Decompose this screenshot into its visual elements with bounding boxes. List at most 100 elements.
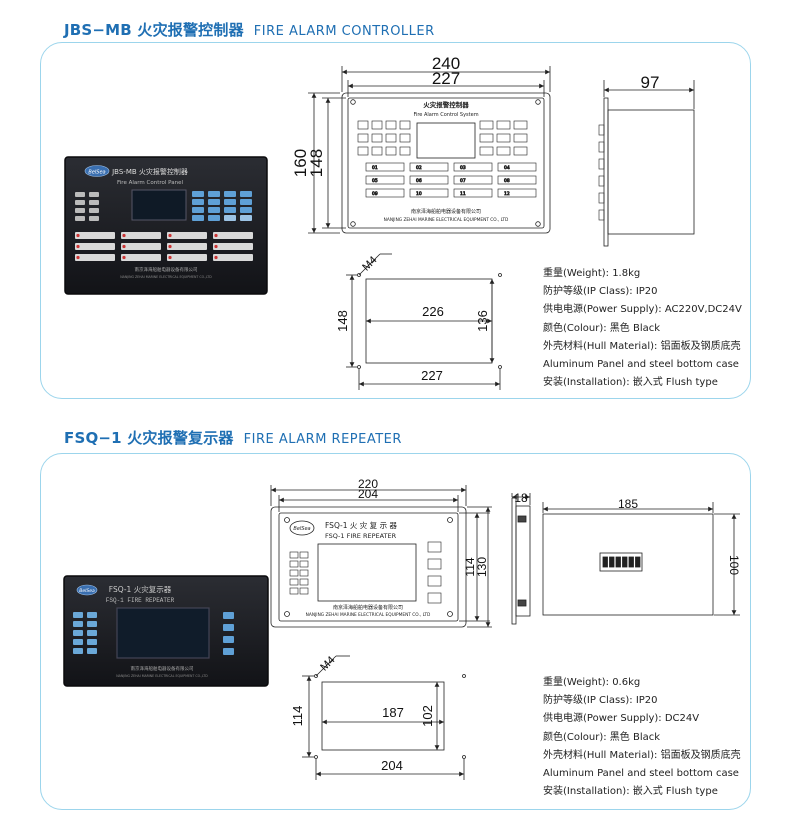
drawing-key: [289, 587, 299, 595]
repeater-key: [223, 648, 234, 655]
repeater-key: [223, 624, 234, 631]
keypad-key: [208, 215, 220, 221]
drawing-key: [357, 120, 369, 130]
drawing1-company-cn: 南京泽海船舶电器设备有限公司: [411, 208, 481, 215]
repeater-cutout-width: 187: [382, 705, 404, 720]
controller-dim-depth: 97: [641, 73, 660, 92]
drawing1-company-en: NANJING ZEHAI MARINE ELECTRICAL EQUIPMEN…: [384, 217, 509, 223]
repeater-cutout-height: 102: [420, 705, 435, 727]
led-indicator: [87, 639, 97, 645]
drawing-key: [399, 133, 411, 143]
drawing-zone-box: [453, 175, 493, 185]
drawing-key: [479, 146, 494, 156]
controller-dim-inner-width: 227: [432, 69, 460, 88]
drawing-zone-box: [497, 175, 537, 185]
zone-lamp: [121, 243, 161, 250]
drawing-zone-box: [365, 162, 405, 172]
drawing2-title-en: FSQ-1 FIRE REPEATER: [325, 532, 397, 540]
keypad-key: [224, 199, 236, 205]
keypad-key: [240, 191, 252, 197]
terminal-pin: [622, 556, 628, 568]
keypad-key: [208, 199, 220, 205]
photo1-status-leds: [75, 192, 99, 221]
controller-cutout-drawing: [346, 253, 502, 390]
repeater-dim-depth: 18: [514, 491, 528, 505]
side-tab: [598, 209, 605, 221]
photo2-company: 南京泽海船舶电器设备有限公司: [131, 665, 194, 672]
spec-line: 供电电源(Power Supply): AC220V,DC24V: [543, 304, 742, 316]
spec-line: 颜色(Colour): 黑色 Black: [543, 322, 661, 334]
terminal-pin: [628, 556, 634, 568]
photo1-company: 南京泽海船舶电器设备有限公司: [135, 266, 198, 273]
photo1-keypad: [192, 191, 252, 221]
spec-line: 重量(Weight): 1.8kg: [543, 268, 641, 279]
zone-led: [76, 244, 80, 249]
zone-lamp: [75, 232, 115, 239]
zone-lamp: [213, 232, 253, 239]
zone-led: [76, 233, 80, 238]
photo2-lcd-screen: [116, 607, 210, 659]
drawing1-title-en: Fire Alarm Control System: [413, 112, 478, 118]
terminal-pin: [609, 556, 615, 568]
drawing-key: [371, 146, 383, 156]
drawing-key: [427, 575, 442, 587]
led-indicator: [75, 216, 85, 221]
repeater-side-drawing: [511, 493, 531, 625]
repeater-specs: 重量(Weight): 0.6kg 防护等级(IP Class): IP20 供…: [543, 674, 741, 801]
photo2-logo: BelSea: [79, 588, 95, 594]
spec-line: 颜色(Colour): 黑色 Black: [543, 731, 661, 743]
repeater-photo: BelSea FSQ-1 火灾复示器 FSQ-1 FIRE REPEATER 南…: [63, 575, 269, 687]
drawing2-logo: BelSea: [293, 526, 310, 532]
belsea-logo-icon: [76, 584, 98, 596]
drawing-key: [479, 133, 494, 143]
drawing-zone-box: [409, 162, 449, 172]
zone-led: [168, 255, 172, 260]
spec-line: 重量(Weight): 0.6kg: [543, 677, 641, 688]
drawing-zone-label: 04: [504, 165, 510, 171]
drawing-zone-label: 08: [504, 178, 510, 184]
zone-lamp: [167, 254, 207, 261]
zone-led: [168, 244, 172, 249]
keypad-key: [208, 207, 220, 213]
zone-lamp: [121, 254, 161, 261]
zone-lamp: [167, 243, 207, 250]
drawing-key: [479, 120, 494, 130]
photo2-keys: [223, 612, 234, 655]
photo1-panel-subtitle: Fire Alarm Control Panel: [117, 180, 183, 186]
led-indicator: [73, 621, 83, 627]
drawing-zone-label: 02: [416, 165, 422, 171]
repeater-cutout-outer-height: 114: [290, 706, 305, 727]
drawing-key: [496, 146, 511, 156]
drawing-key: [427, 558, 442, 570]
belsea-logo-icon: [84, 165, 110, 177]
drawing-zone-label: 03: [460, 165, 466, 171]
photo1-zone-lamps: [75, 232, 253, 261]
drawing-key: [513, 146, 528, 156]
drawing-key: [427, 541, 442, 553]
controller-cutout-height: 136: [475, 310, 490, 332]
drawing-key: [371, 120, 383, 130]
keypad-key: [192, 191, 204, 197]
led-indicator: [87, 621, 97, 627]
led-indicator: [75, 192, 85, 197]
drawing-key: [289, 560, 299, 568]
terminal-pin: [635, 556, 641, 568]
drawing-zone-box: [453, 188, 493, 198]
drawing-key: [371, 133, 383, 143]
photo1-company-en: NANJING ZEHAI MARINE ELECTRICAL EQUIPMEN…: [120, 275, 212, 279]
drawing-zone-box: [365, 175, 405, 185]
repeater-rear-drawing: [542, 502, 740, 616]
spec-line: 供电电源(Power Supply): DC24V: [543, 713, 700, 725]
drawing-zone-box: [453, 162, 493, 172]
drawing-key: [299, 569, 309, 577]
drawing-zone-box: [497, 188, 537, 198]
spec-line: Aluminum Panel and steel bottom case: [543, 768, 739, 780]
drawing2-title-cn: FSQ-1 火 灾 复 示 器: [325, 520, 397, 530]
led-indicator: [75, 200, 85, 205]
zone-led: [76, 255, 80, 260]
keypad-key: [192, 199, 204, 205]
drawing-key: [427, 592, 442, 604]
zone-led: [122, 233, 126, 238]
photo2-panel-subtitle: FSQ-1 FIRE REPEATER: [106, 597, 175, 604]
